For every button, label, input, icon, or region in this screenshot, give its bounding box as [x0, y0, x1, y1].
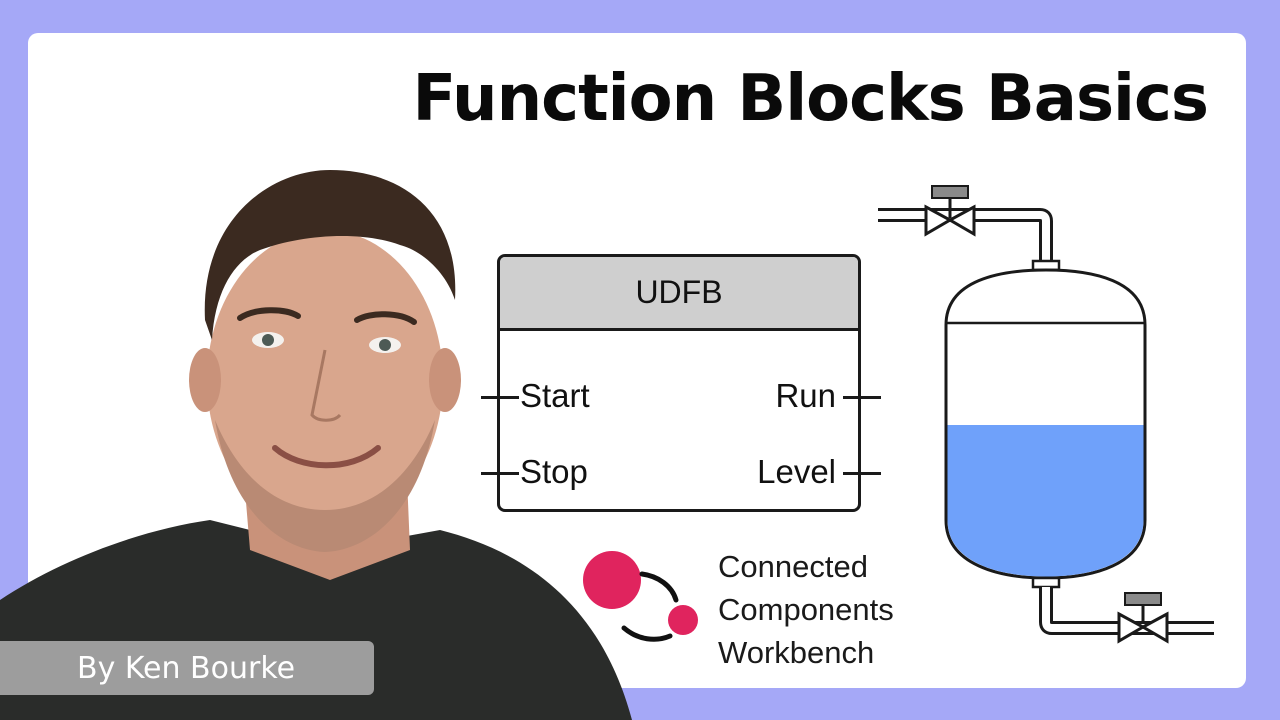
ccw-logo-text: Connected Components Workbench: [718, 545, 894, 674]
author-byline: By Ken Bourke: [0, 641, 374, 695]
output-label-run: Run: [775, 377, 836, 414]
ccw-logo-icon: [583, 551, 698, 642]
video-title: Function Blocks Basics: [412, 62, 1209, 136]
inlet-valve-icon: [924, 185, 976, 237]
function-block-name: UDFB: [500, 257, 858, 331]
logo-line: Connected: [718, 549, 868, 584]
input-pin-stop: [481, 472, 519, 475]
output-pin-level: [843, 472, 881, 475]
function-block: UDFB: [497, 254, 861, 512]
logo-line: Workbench: [718, 635, 875, 670]
input-label-start: Start: [520, 377, 590, 414]
outlet-valve-icon: [1117, 592, 1169, 644]
logo-line: Components: [718, 592, 894, 627]
input-pin-start: [481, 396, 519, 399]
output-pin-run: [843, 396, 881, 399]
input-label-stop: Stop: [520, 453, 588, 490]
presenter-photo: [0, 170, 632, 720]
output-label-level: Level: [757, 453, 836, 490]
